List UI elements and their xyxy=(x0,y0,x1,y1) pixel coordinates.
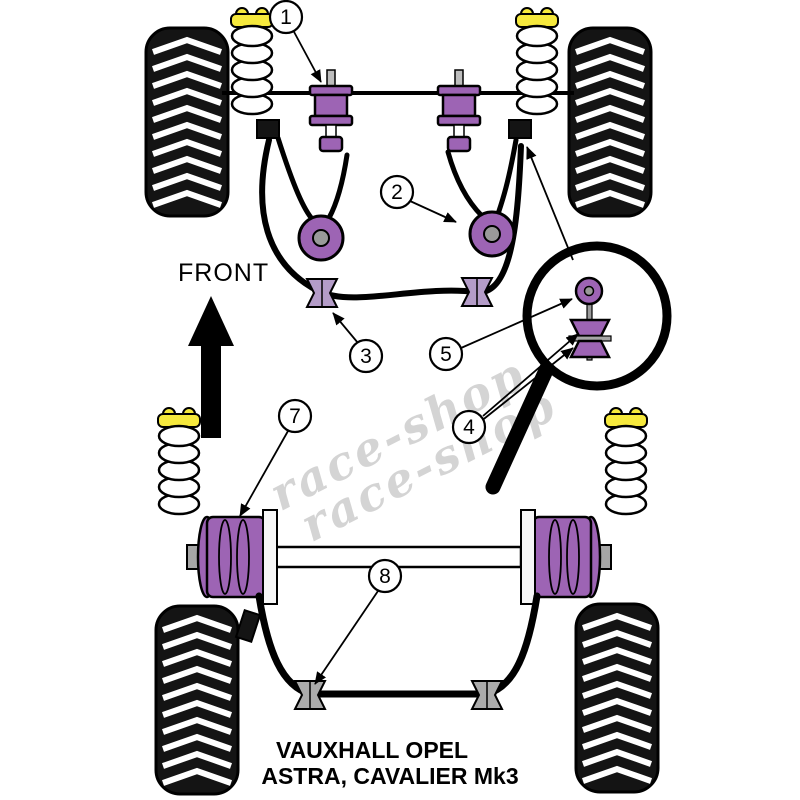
front-wishbone-arms xyxy=(275,135,519,223)
callout-7: 7 xyxy=(239,398,313,517)
rear-beam xyxy=(273,545,523,569)
front-direction-arrow-icon xyxy=(188,296,234,438)
tire-rear-left xyxy=(156,606,238,794)
arb-clamp-right xyxy=(508,119,532,139)
arb-clamp-left xyxy=(256,119,280,139)
callout-2: 2 xyxy=(379,174,457,223)
callout-1: 1 xyxy=(268,0,322,83)
rear-beam-bush-left xyxy=(185,508,279,606)
magnifier-leader-line xyxy=(526,146,574,261)
footer-line-2: ASTRA, CAVALIER Mk3 xyxy=(261,763,518,789)
callout-5: 5 xyxy=(428,298,573,372)
tire-rear-right xyxy=(576,604,658,792)
rear-arb-clamp xyxy=(234,608,262,644)
magnifier-handle xyxy=(485,358,556,495)
rear-beam-bush-right xyxy=(519,508,613,606)
spring-rear-left xyxy=(156,406,202,516)
footer-line-1: VAUXHALL OPEL xyxy=(276,737,468,763)
callout-7-number: 7 xyxy=(289,405,301,428)
callout-2-number: 2 xyxy=(391,181,403,204)
tire-front-right xyxy=(569,28,651,216)
watermark: race-shop race-shop xyxy=(261,346,566,552)
magnified-bush-stack xyxy=(568,276,612,361)
callout-3-number: 3 xyxy=(360,345,372,368)
callout-4: 4 xyxy=(451,333,579,445)
top-mount-right xyxy=(436,68,482,153)
callout-8-number: 8 xyxy=(379,565,391,588)
rear-anti-roll-bar xyxy=(255,592,541,698)
wishbone-bush-left xyxy=(297,214,345,262)
spring-front-left xyxy=(229,6,275,116)
spring-front-right xyxy=(514,6,560,116)
callout-5-number: 5 xyxy=(440,343,452,366)
callout-4-number: 4 xyxy=(463,416,475,439)
spring-rear-right xyxy=(603,406,649,516)
callout-8: 8 xyxy=(314,558,403,685)
callout-1-number: 1 xyxy=(280,6,292,29)
callout-3: 3 xyxy=(332,312,384,374)
wishbone-bush-right xyxy=(468,210,516,258)
magnifier-lens xyxy=(522,241,672,391)
tire-front-left xyxy=(146,28,228,216)
front-label: FRONT xyxy=(178,259,269,287)
top-mount-left xyxy=(308,68,354,153)
